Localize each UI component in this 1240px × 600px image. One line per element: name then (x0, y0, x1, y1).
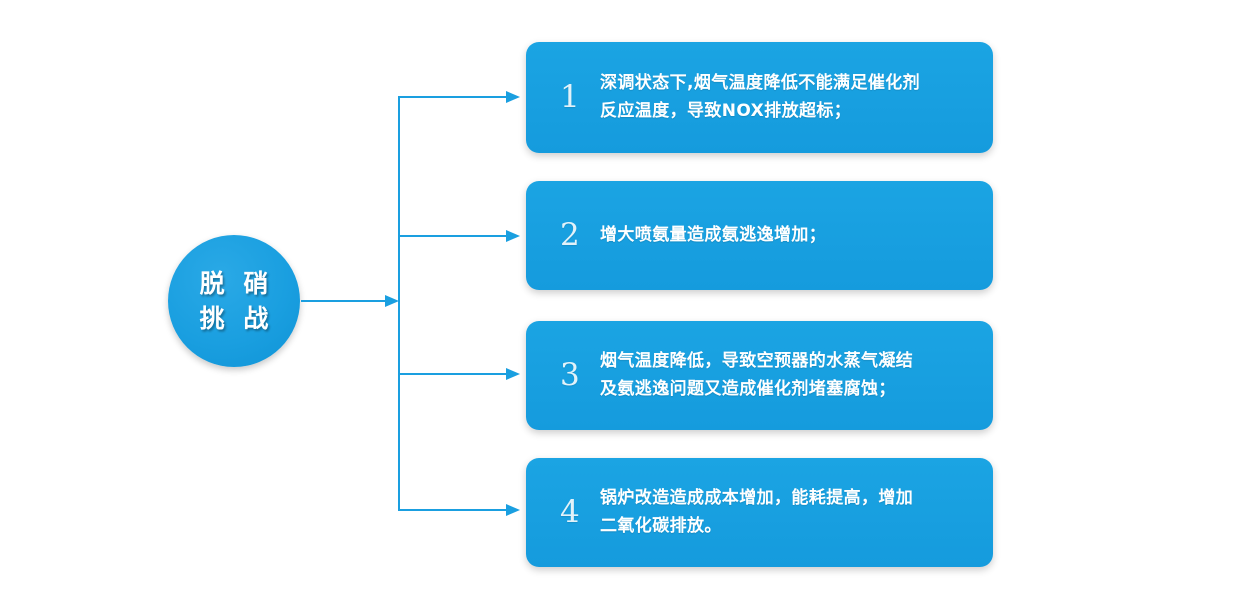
challenge-box-3[interactable]: 3 烟气温度降低，导致空预器的水蒸气凝结 及氨逃逸问题又造成催化剂堵塞腐蚀； (526, 321, 993, 430)
challenge-text-line: 锅炉改造造成成本增加，能耗提高，增加 (600, 487, 914, 508)
challenge-number-2: 2 (560, 217, 580, 253)
challenge-text-line: 及氨逃逸问题又造成催化剂堵塞腐蚀； (600, 378, 896, 399)
challenge-text-4: 锅炉改造造成成本增加，能耗提高，增加 二氧化碳排放。 (600, 485, 913, 540)
connector-branch-3 (398, 373, 506, 375)
arrowhead-branch-2 (506, 230, 520, 242)
challenge-text-line: 增大喷氨量造成氨逃逸增加； (600, 224, 827, 245)
hub-label-line2: 挑 战 (199, 304, 274, 333)
arrowhead-branch-3 (506, 368, 520, 380)
challenge-text-line: 反应温度，导致NOX排放超标； (600, 100, 852, 121)
connector-branch-2 (398, 235, 506, 237)
challenge-box-2[interactable]: 2 增大喷氨量造成氨逃逸增加； (526, 181, 993, 290)
challenge-number-4: 4 (560, 494, 580, 530)
arrowhead-hub-to-trunk (385, 295, 399, 307)
hub-label-line1: 脱 硝 (199, 268, 274, 298)
challenge-text-line: 深调状态下,烟气温度降低不能满足催化剂 (600, 72, 921, 93)
hub-node[interactable]: 脱 硝 挑 战 (168, 235, 300, 367)
connector-hub-to-trunk (301, 300, 385, 302)
challenge-number-3: 3 (560, 357, 580, 393)
challenge-box-1[interactable]: 1 深调状态下,烟气温度降低不能满足催化剂 反应温度，导致NOX排放超标； (526, 42, 993, 153)
challenge-text-1: 深调状态下,烟气温度降低不能满足催化剂 反应温度，导致NOX排放超标； (600, 70, 920, 125)
challenge-text-2: 增大喷氨量造成氨逃逸增加； (600, 222, 826, 250)
connector-trunk (398, 97, 400, 511)
challenge-text-line: 二氧化碳排放。 (600, 515, 722, 536)
challenge-text-line: 烟气温度降低，导致空预器的水蒸气凝结 (600, 350, 914, 371)
arrowhead-branch-1 (506, 91, 520, 103)
challenge-box-4[interactable]: 4 锅炉改造造成成本增加，能耗提高，增加 二氧化碳排放。 (526, 458, 993, 567)
challenge-number-1: 1 (560, 79, 580, 115)
connector-branch-1 (398, 96, 506, 98)
challenge-text-3: 烟气温度降低，导致空预器的水蒸气凝结 及氨逃逸问题又造成催化剂堵塞腐蚀； (600, 348, 913, 403)
arrowhead-branch-4 (506, 504, 520, 516)
connector-branch-4 (398, 509, 506, 511)
